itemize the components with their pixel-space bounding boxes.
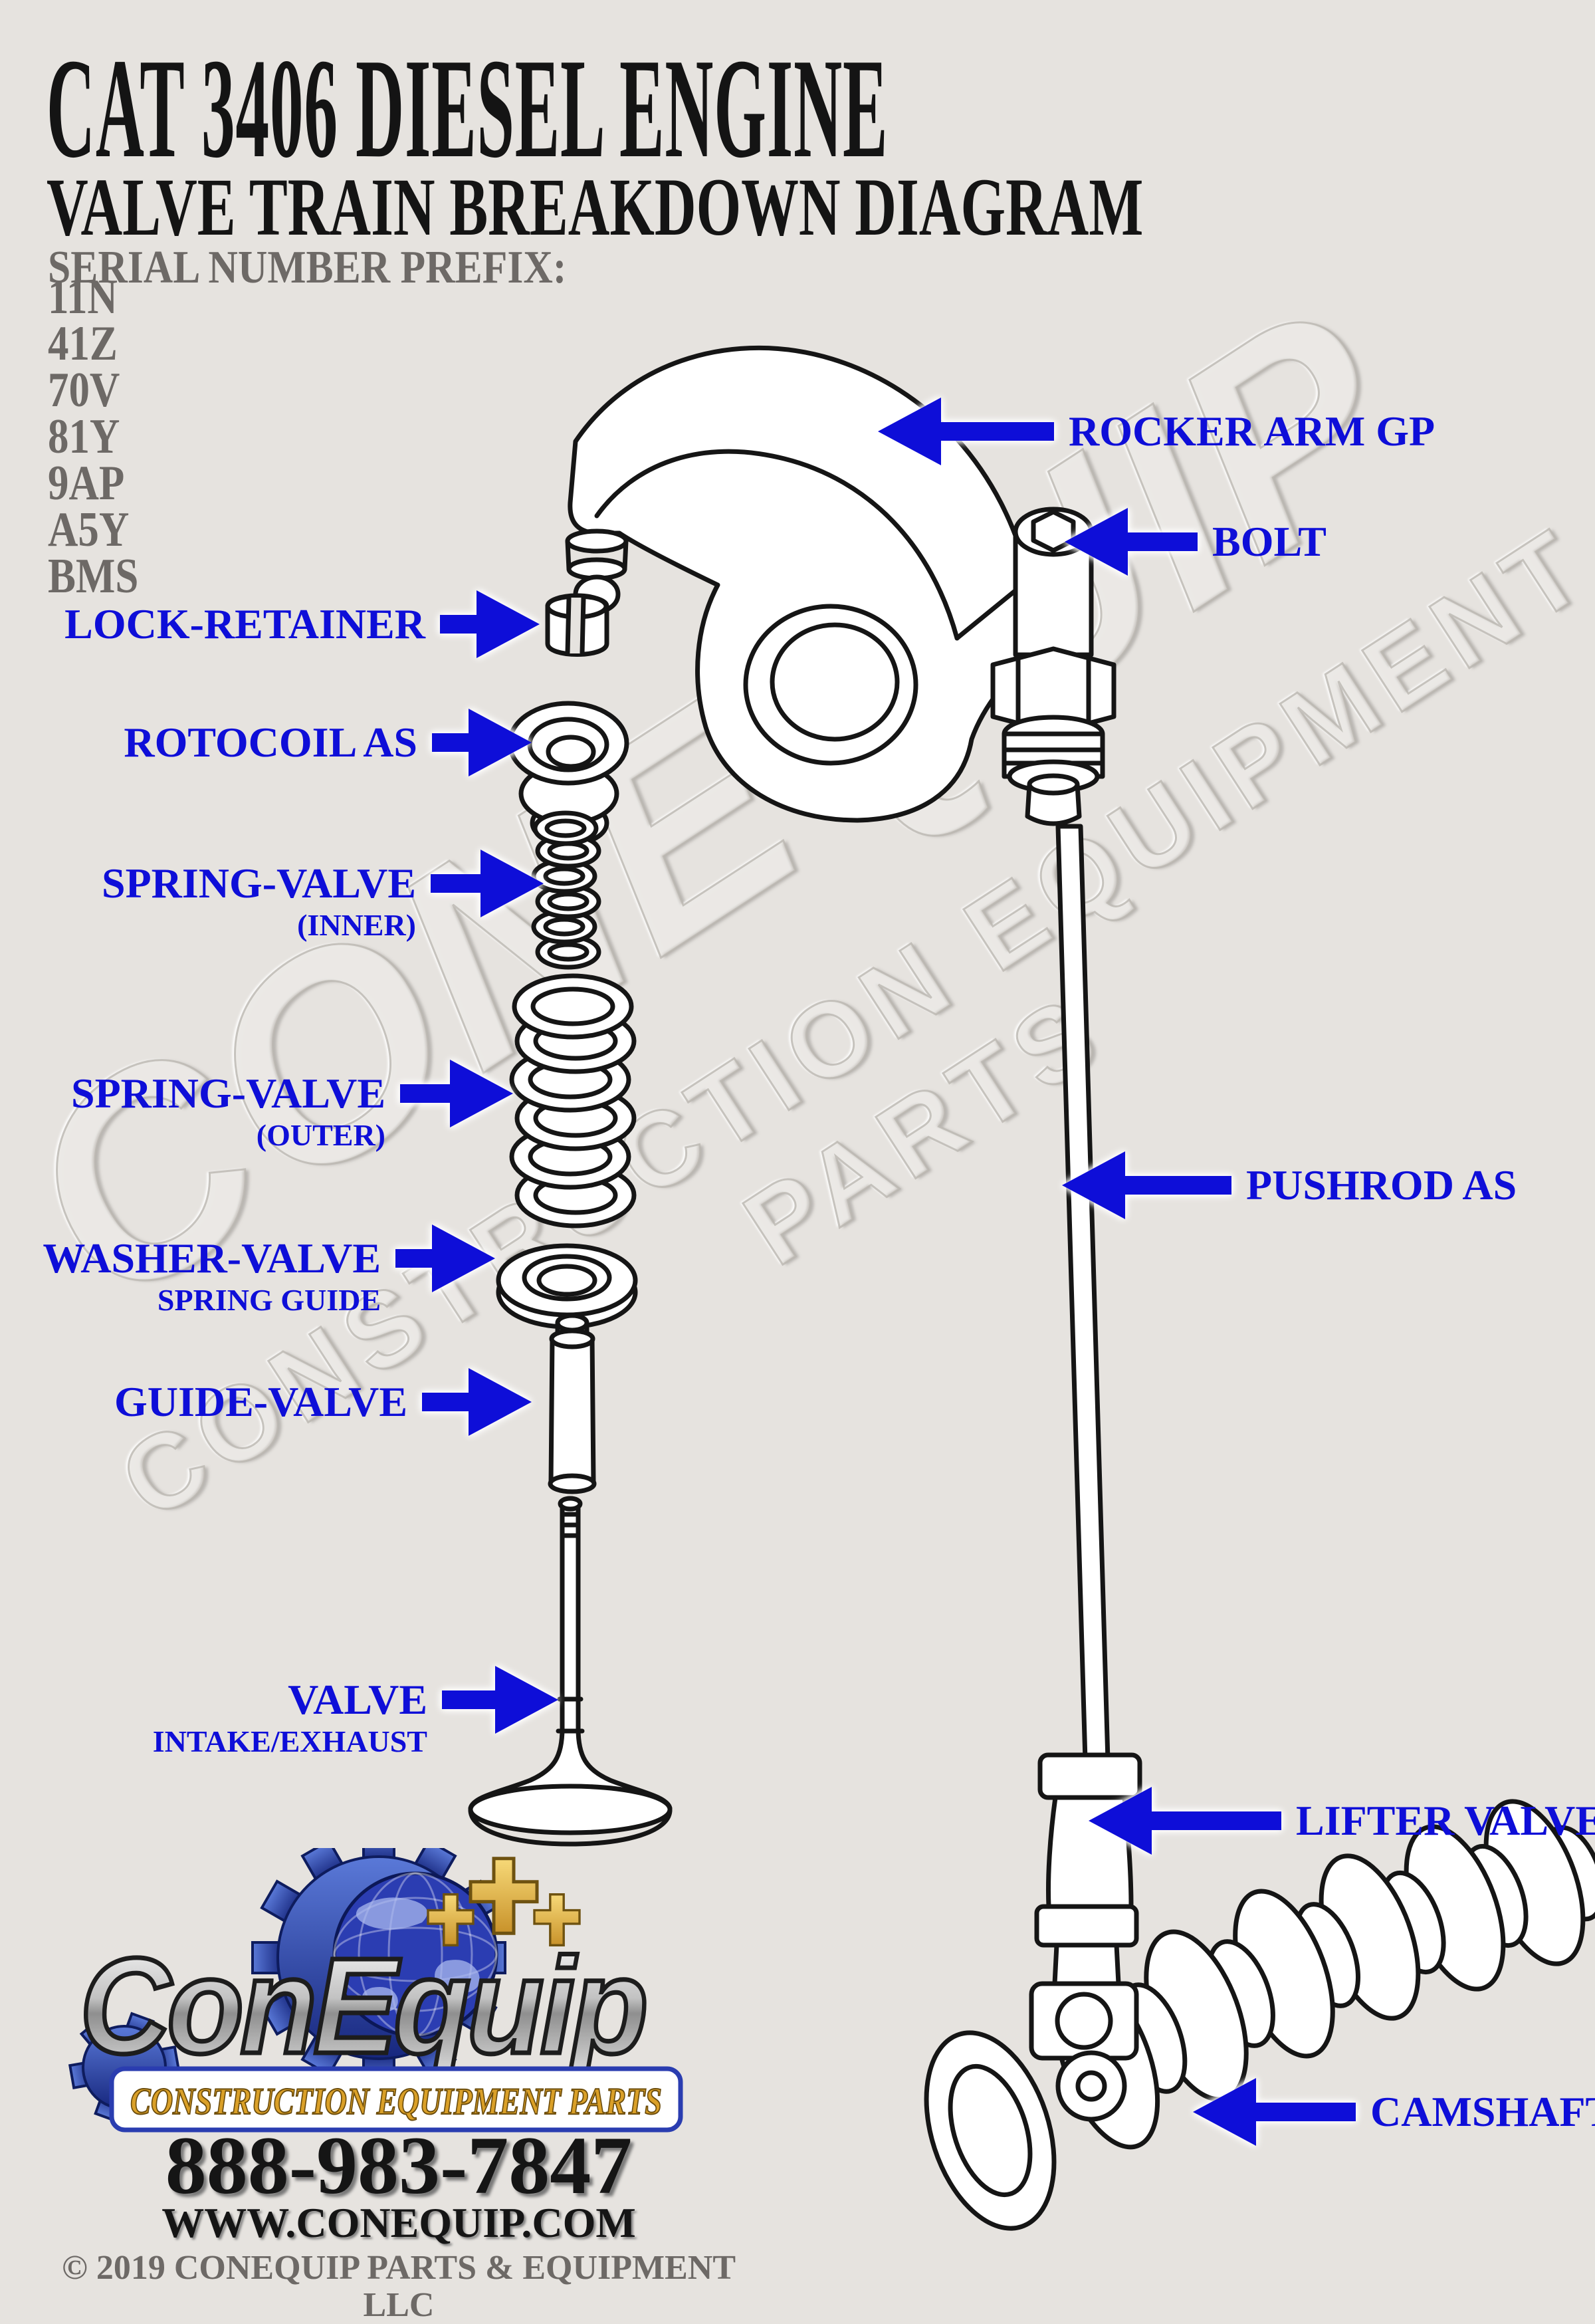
guide-drawing [548,1313,597,1494]
label-row-lock-retainer: LOCK-RETAINER [64,590,540,663]
arrow-lifter-icon [1089,1787,1281,1855]
website: WWW.CONEQUIP.COM [161,2199,636,2246]
arrow-valve-icon [442,1666,558,1734]
label-spring-inner: SPRING-VALVE [101,860,416,907]
page-subtitle: VALVE TRAIN BREAKDOWN DIAGRAM [47,162,1144,253]
label-lifter: LIFTER VALVE [1296,1797,1595,1844]
serial-prefix-item: 11N [48,270,118,324]
label-lock-retainer: LOCK-RETAINER [64,600,425,647]
label-row-guide: GUIDE-VALVE [114,1368,532,1441]
pushrod-drawing [1055,824,1111,1763]
bolt-drawing [990,507,1116,826]
banner-text: CONSTRUCTION EQUIPMENT PARTS [130,2081,662,2123]
label-washer-sub: SPRING GUIDE [157,1283,381,1317]
arrow-bolt-icon [1065,508,1198,576]
label-row-rotocoil: ROTOCOIL AS [124,709,532,782]
serial-prefix-item: BMS [48,549,139,604]
brand-text: ConEquip [80,1930,645,2082]
label-pushrod: PUSHROD AS [1246,1161,1517,1209]
serial-prefix-item: A5Y [48,503,130,557]
lock-retainer-drawing [545,593,609,657]
serial-prefix-list: 11N 41Z 70V 81Y 9AP A5Y BMS [48,270,154,604]
crosses-icon [427,1857,581,1946]
arrow-spring-outer-icon [400,1060,513,1127]
serial-prefix-item: 70V [48,363,120,417]
label-row-camshaft: CAMSHAFT [1193,2078,1595,2151]
arrow-spring-inner-icon [431,850,544,917]
label-row-spring-outer: SPRING-VALVE (OUTER) [70,1060,513,1153]
label-row-bolt: BOLT [1065,508,1327,581]
serial-prefix-item: 41Z [48,316,118,371]
arrow-pushrod-icon [1062,1151,1231,1219]
label-camshaft: CAMSHAFT [1370,2088,1595,2135]
rocker-arm-drawing [565,345,1039,823]
label-row-rocker-arm: ROCKER ARM GP [878,398,1436,471]
valve-drawing [468,1496,673,1847]
spring-outer-drawing [509,973,637,1228]
label-spring-outer: SPRING-VALVE [70,1070,385,1117]
label-spring-outer-sub: (OUTER) [256,1118,385,1152]
arrow-camshaft-icon [1193,2078,1356,2146]
arrow-rocker-arm-icon [878,398,1054,465]
banner-box [109,2066,683,2133]
label-row-pushrod: PUSHROD AS [1062,1151,1517,1224]
spring-inner-drawing [531,810,601,970]
arrow-washer-icon [395,1224,495,1292]
serial-prefix-item: 9AP [48,456,125,511]
label-valve: VALVE [288,1676,427,1723]
phone-number: 888-983-7847 [165,2120,633,2211]
arrow-lock-retainer-icon [440,590,540,658]
label-spring-inner-sub: (INNER) [297,908,416,942]
label-row-spring-inner: SPRING-VALVE (INNER) [101,850,544,943]
label-valve-sub: INTAKE/EXHAUST [152,1724,427,1758]
label-rocker-arm: ROCKER ARM GP [1069,407,1436,455]
washer-drawing [496,1243,638,1330]
label-washer: WASHER-VALVE [43,1234,381,1282]
label-guide: GUIDE-VALVE [114,1378,407,1425]
serial-prefix-item: 81Y [48,409,120,464]
copyright: © 2019 CONEQUIP PARTS & EQUIPMENT LLC [62,2249,736,2324]
arrow-rotocoil-icon [432,709,532,776]
label-bolt: BOLT [1212,518,1327,565]
arrow-guide-icon [422,1368,532,1436]
conequip-logo: ConEquip CONSTRUCTION EQUIPMENT PARTS [68,1848,683,2133]
label-row-washer: WASHER-VALVE SPRING GUIDE [43,1224,495,1318]
label-row-lifter: LIFTER VALVE [1089,1787,1595,1860]
label-row-valve: VALVE INTAKE/EXHAUST [152,1666,558,1759]
serial-prefix-heading: SERIAL NUMBER PREFIX: [48,242,567,293]
label-rotocoil: ROTOCOIL AS [124,719,417,766]
page-title: CAT 3406 DIESEL ENGINE [47,29,889,187]
